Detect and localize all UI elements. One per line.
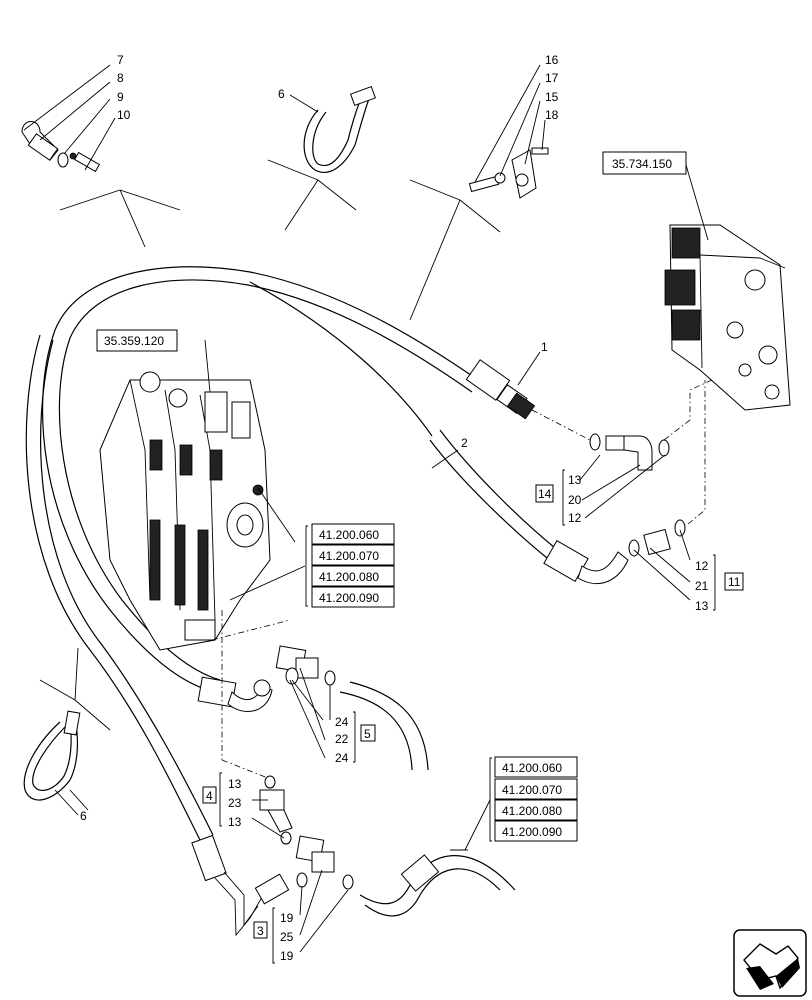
- hose-ferrule: [191, 834, 227, 882]
- callout-3: 3: [257, 924, 264, 938]
- callout-6-top: 6: [278, 87, 285, 101]
- callout-23: 23: [228, 796, 242, 810]
- callout-1: 1: [541, 340, 548, 354]
- valve-block: [664, 224, 791, 411]
- callout-21: 21: [695, 579, 709, 593]
- hose-2: [41, 266, 561, 693]
- callout-13d: 13: [228, 815, 242, 829]
- callout-16: 16: [545, 53, 559, 67]
- callout-19a: 19: [280, 911, 294, 925]
- ref-group-a: 41.200.060 41.200.070 41.200.080 41.200.…: [305, 523, 395, 608]
- next-page-arrow-icon[interactable]: [733, 929, 807, 997]
- ref-b-4: 41.200.090: [502, 825, 562, 839]
- hose-end-1: [465, 359, 536, 420]
- callout-9: 9: [117, 90, 124, 104]
- callout-12b: 12: [695, 559, 709, 573]
- connection-lines: [211, 379, 713, 779]
- ref-35-734-150: 35.734.150: [612, 157, 672, 171]
- callout-group-14: 14 13 20 12: [535, 469, 582, 526]
- hose-lower: [25, 334, 290, 937]
- callout-5: 5: [364, 727, 371, 741]
- callout-14: 14: [538, 487, 552, 501]
- callout-group-5: 5 24 22 24: [335, 711, 376, 765]
- ref-b-2: 41.200.070: [502, 783, 562, 797]
- hose-end-3: [197, 676, 273, 712]
- ref-a-2: 41.200.070: [319, 549, 379, 563]
- callout-group-4: 4 13 23 13: [202, 772, 242, 829]
- tie-strap-6-bottom: [23, 647, 111, 816]
- callout-4: 4: [206, 789, 213, 803]
- callout-6-bottom: 6: [80, 809, 87, 823]
- ref-box-control-valve: 35.359.120: [96, 329, 178, 352]
- callout-12a: 12: [568, 511, 582, 525]
- hose-end-2: [543, 540, 629, 585]
- ref-35-359-120: 35.359.120: [104, 334, 164, 348]
- callout-11: 11: [728, 575, 741, 589]
- callout-24a: 24: [335, 715, 349, 729]
- callout-2: 2: [461, 436, 468, 450]
- ref-group-b: 41.200.060 41.200.070 41.200.080 41.200.…: [489, 756, 578, 842]
- tie-strap-6-top: [267, 85, 377, 231]
- callout-10: 10: [117, 108, 131, 122]
- ref-b-3: 41.200.080: [502, 804, 562, 818]
- tee-fitting-22: [275, 645, 336, 686]
- tee-fitting-25: [295, 835, 354, 890]
- callout-13b: 13: [695, 599, 709, 613]
- ref-box-valve-block: 35.734.150: [602, 151, 687, 175]
- callout-22: 22: [335, 732, 349, 746]
- callout-20: 20: [568, 493, 582, 507]
- elbow-fitting-23: [259, 775, 293, 845]
- straight-fitting-21: [628, 519, 686, 557]
- callout-19b: 19: [280, 949, 294, 963]
- callout-8: 8: [117, 71, 124, 85]
- ref-a-3: 41.200.080: [319, 570, 379, 584]
- callout-24b: 24: [335, 751, 349, 765]
- leader-lines: [69, 164, 709, 953]
- callout-7: 7: [117, 53, 124, 67]
- clip-assembly-7-10: [21, 64, 181, 248]
- hose-nut-bottom: [254, 873, 290, 905]
- ref-b-1: 41.200.060: [502, 761, 562, 775]
- clamp-assembly-15-18: [409, 64, 549, 321]
- callout-group-3: 3 19 25 19: [253, 907, 294, 964]
- control-valve-block: [99, 371, 271, 651]
- callout-15: 15: [545, 90, 559, 104]
- partial-hose-lower-right: [339, 681, 516, 917]
- ref-a-1: 41.200.060: [319, 528, 379, 542]
- elbow-fitting-20: [589, 433, 670, 471]
- callout-18: 18: [545, 108, 559, 122]
- ref-a-4: 41.200.090: [319, 591, 379, 605]
- callout-13c: 13: [228, 777, 242, 791]
- callout-group-11: 11 12 21 13: [695, 554, 744, 613]
- callout-17: 17: [545, 71, 559, 85]
- callout-25: 25: [280, 930, 294, 944]
- callout-13a: 13: [568, 473, 582, 487]
